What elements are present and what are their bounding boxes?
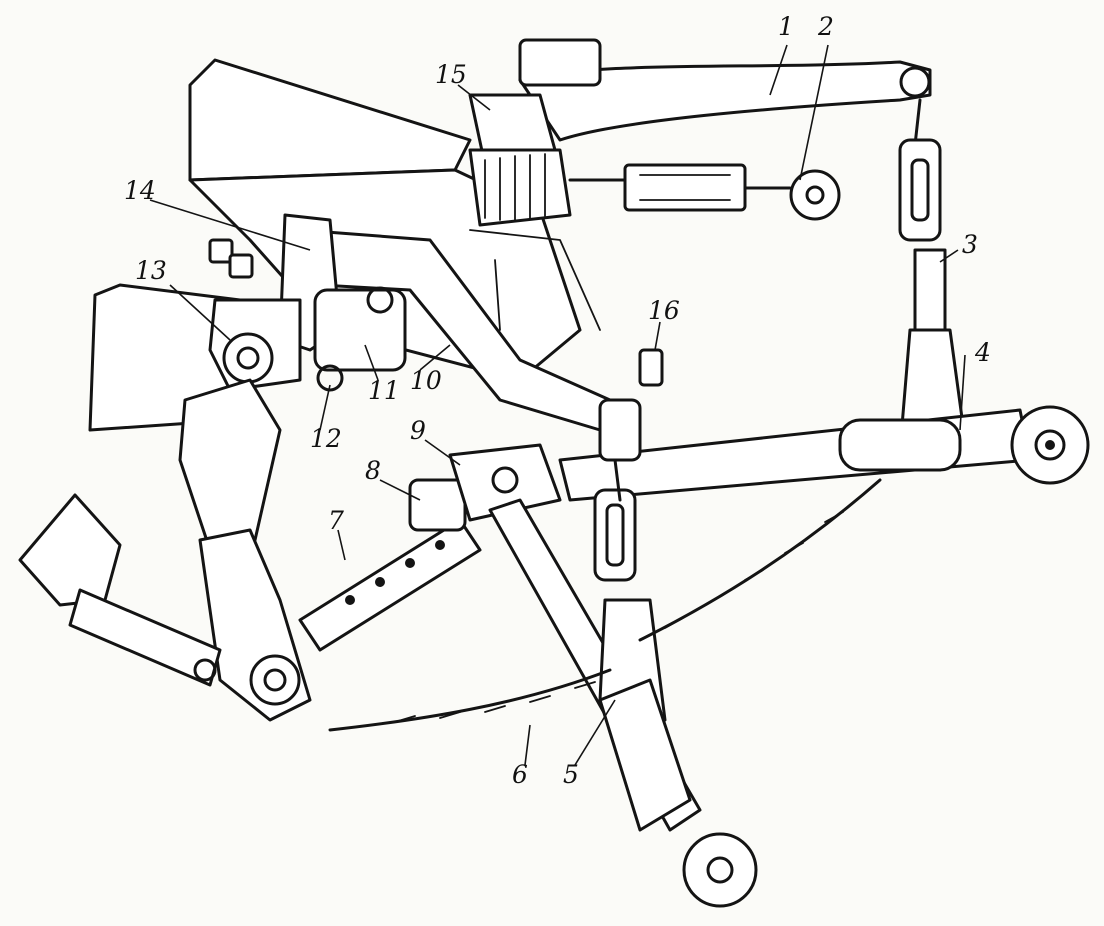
callout-10: 10 (410, 366, 442, 395)
callout-14: 14 (124, 176, 156, 205)
check-chains (328, 478, 882, 732)
adjustment-shaft (298, 443, 562, 652)
left-bracket (178, 378, 312, 722)
center-link (598, 348, 664, 502)
callout-15: 15 (435, 60, 467, 89)
leader-lines (149, 44, 966, 766)
callout-16: 16 (648, 296, 680, 325)
callout-3: 3 (962, 230, 978, 259)
callout-6: 6 (512, 760, 528, 789)
cross-shaft (558, 405, 1090, 502)
turnbuckle-top (468, 148, 841, 227)
callout-4: 4 (975, 338, 991, 367)
callout-2: 2 (818, 12, 834, 41)
upper-link (468, 38, 932, 167)
callout-1: 1 (778, 12, 794, 41)
callout-12: 12 (310, 424, 342, 453)
callout-5: 5 (563, 760, 579, 789)
callout-9: 9 (410, 416, 426, 445)
callout-8: 8 (365, 456, 381, 485)
callout-11: 11 (368, 376, 400, 405)
left-drawbar (18, 493, 222, 687)
callout-7: 7 (328, 506, 344, 535)
right-brace (898, 98, 967, 472)
callout-13: 13 (135, 256, 167, 285)
lift-arm-assembly (208, 213, 612, 432)
lower-link-right (488, 488, 758, 908)
